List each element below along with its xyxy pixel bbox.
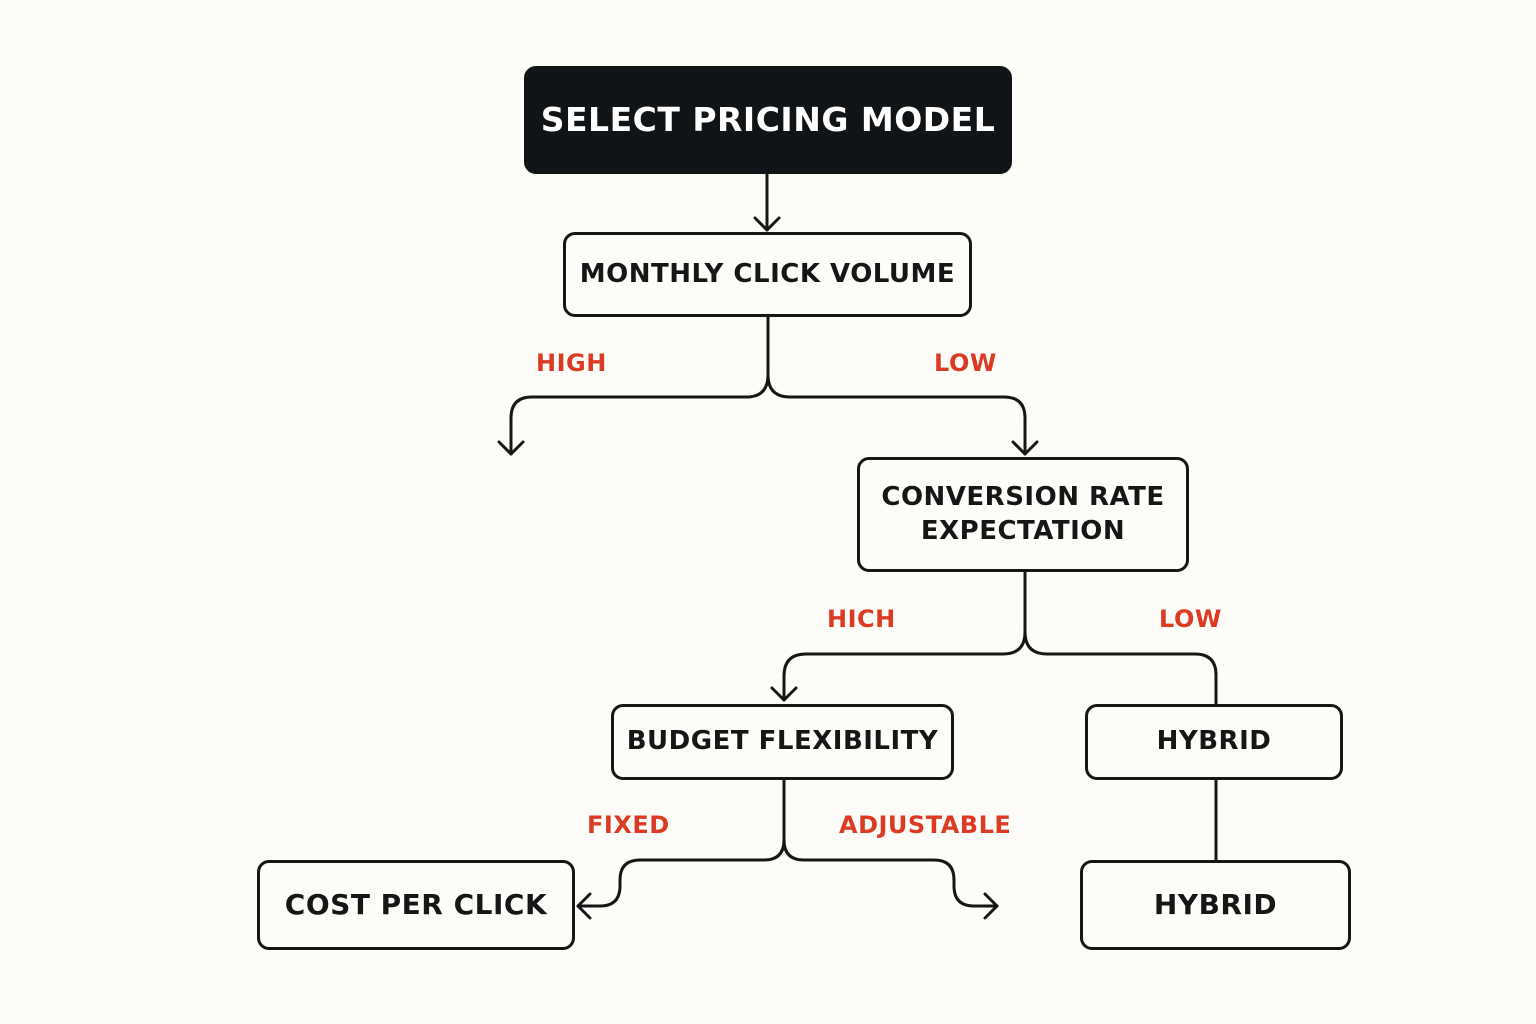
node-select-pricing-model-label: SELECT PRICING MODEL <box>540 99 996 139</box>
node-hybrid-upper: HYBRID <box>1085 704 1343 780</box>
node-monthly-click-volume: MONTHLY CLICK VOLUME <box>563 232 972 317</box>
edge-conversion-low <box>1023 630 1218 706</box>
edge-volume-high <box>509 373 770 456</box>
branch-label-conversion-low: LOW <box>1159 605 1222 633</box>
node-hybrid-lower: HYBRID <box>1080 860 1351 950</box>
arrowhead-volume <box>753 216 781 232</box>
edge-budget-adjustable <box>782 838 999 908</box>
edge-conversion-high <box>782 630 1027 702</box>
node-budget-flexibility-label: BUDGET FLEXIBILITY <box>626 726 939 757</box>
arrowhead-cpc <box>576 892 592 920</box>
branch-label-conversion-high: HICH <box>827 605 896 633</box>
arrowhead-adjustable <box>983 892 999 920</box>
branch-label-volume-low: LOW <box>934 349 997 377</box>
node-budget-flexibility: BUDGET FLEXIBILITY <box>611 704 954 780</box>
branch-label-budget-fixed: FIXED <box>587 811 670 839</box>
node-conversion-rate-label-line2: EXPECTATION <box>920 515 1126 546</box>
node-hybrid-upper-label: HYBRID <box>1156 726 1272 757</box>
edge-budget-fixed <box>576 838 786 908</box>
node-hybrid-lower-label: HYBRID <box>1153 887 1278 921</box>
arrowhead-budget <box>770 686 798 702</box>
node-cost-per-click: COST PER CLICK <box>257 860 575 950</box>
node-select-pricing-model: SELECT PRICING MODEL <box>524 66 1012 174</box>
edge-volume-low <box>766 373 1027 456</box>
arrowhead-volume-high <box>497 440 525 456</box>
node-monthly-click-volume-label: MONTHLY CLICK VOLUME <box>579 258 956 289</box>
node-cost-per-click-label: COST PER CLICK <box>284 887 548 921</box>
node-conversion-rate-label-line1: CONVERSION RATE <box>881 481 1165 512</box>
arrowhead-conversion <box>1011 440 1039 456</box>
branch-label-volume-high: HIGH <box>536 349 607 377</box>
branch-label-budget-adjustable: ADJUSTABLE <box>839 811 1012 839</box>
node-conversion-rate-expectation: CONVERSION RATE EXPECTATION <box>857 457 1189 572</box>
